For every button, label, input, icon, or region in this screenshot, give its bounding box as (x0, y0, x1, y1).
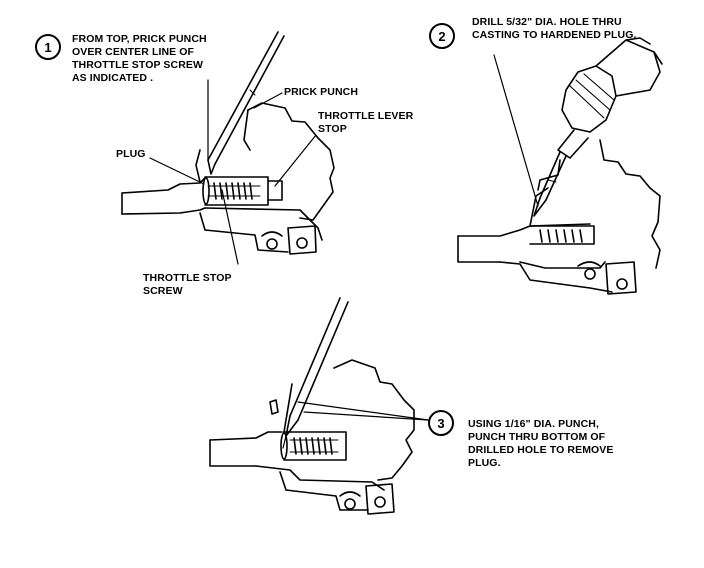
view-2-electric-drill (533, 37, 663, 217)
view-2-carburetor-body (457, 139, 661, 295)
view-3-punch (282, 297, 349, 449)
view-3-throttle-bore (269, 399, 347, 461)
throttle-stop-screw-callout: THROTTLE STOP SCREW (143, 272, 232, 297)
view-1-throttle-stop-screw (202, 176, 283, 206)
step-1-instruction: FROM TOP, PRICK PUNCH OVER CENTER LINE O… (72, 33, 207, 84)
view-2-leader-line (493, 54, 539, 207)
step-3-instruction: USING 1/16" DIA. PUNCH, PUNCH THRU BOTTO… (468, 418, 614, 469)
step-1-number: 1 (44, 39, 52, 55)
step-3-number: 3 (437, 415, 445, 431)
plug-callout: PLUG (116, 148, 146, 160)
view-1-leader-lines (149, 79, 317, 265)
view-3-leader-lines (297, 401, 429, 421)
step-2-marker: 2 (429, 23, 455, 49)
view-1-carburetor-body (121, 102, 335, 255)
step-2-instruction: DRILL 5/32" DIA. HOLE THRU CASTING TO HA… (472, 16, 637, 41)
view-2-drilled-casting (529, 225, 595, 245)
step-1-marker: 1 (35, 34, 61, 60)
view-1-prick-punch (207, 31, 285, 175)
view-3-carburetor-body (209, 359, 415, 515)
step-2-number: 2 (438, 28, 446, 44)
throttle-lever-stop-callout: THROTTLE LEVER STOP (318, 110, 414, 135)
prick-punch-callout: PRICK PUNCH (284, 86, 359, 98)
step-3-marker: 3 (428, 410, 454, 436)
